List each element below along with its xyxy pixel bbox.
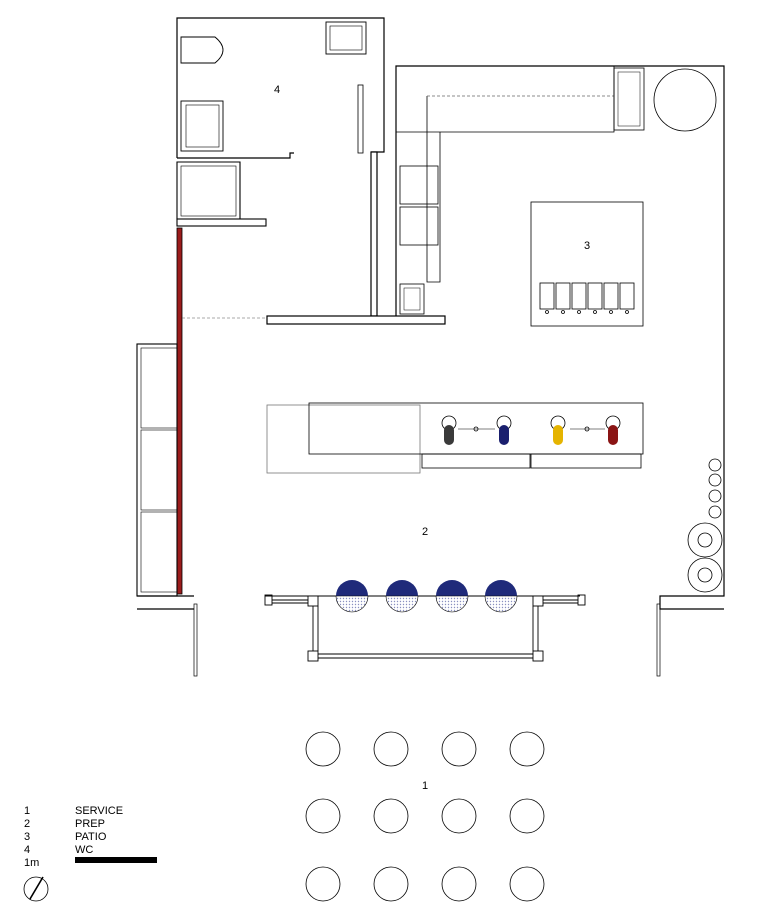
- keg-icon: [687, 522, 723, 558]
- table-icon: [305, 866, 341, 902]
- room-label-2: 2: [422, 526, 428, 538]
- stool-icon: [484, 580, 518, 613]
- wc-room: [176, 17, 385, 317]
- storage-unit: [176, 161, 267, 227]
- table-icon: [509, 731, 545, 767]
- prep-island: [530, 201, 644, 327]
- scale-bar: [75, 857, 157, 863]
- table-icon: [373, 798, 409, 834]
- table-icon: [441, 731, 477, 767]
- table-icon: [509, 798, 545, 834]
- table-icon: [373, 731, 409, 767]
- table-icon: [373, 866, 409, 902]
- scale-label: 1m: [24, 857, 39, 869]
- toilet-icon: [180, 36, 224, 64]
- tap-handle-icon: [550, 415, 566, 445]
- legend-label: SERVICE: [75, 805, 123, 817]
- round-tank-icon: [653, 68, 717, 132]
- tap-handle-icon: [605, 415, 621, 445]
- table-icon: [305, 731, 341, 767]
- legend-number: 2: [24, 818, 30, 830]
- legend-label: PREP: [75, 818, 105, 830]
- sink-icon: [325, 21, 367, 55]
- bench: [136, 343, 178, 597]
- stool-icon: [385, 580, 419, 613]
- legend-number: 4: [24, 844, 30, 856]
- tap-handle-icon: [441, 415, 457, 445]
- outdoor-tables: [305, 731, 545, 902]
- stool-icon: [335, 580, 369, 613]
- front-opening: [264, 594, 586, 662]
- room-label-3: 3: [584, 240, 590, 252]
- tap-handle-icon: [496, 415, 512, 445]
- stool-icon: [435, 580, 469, 613]
- l-counter: [396, 66, 717, 315]
- room-label-1: 1: [422, 780, 428, 792]
- north-arrow-icon: [23, 876, 49, 902]
- legend-label: WC: [75, 844, 93, 856]
- kegs: [687, 458, 723, 593]
- legend-number: 3: [24, 831, 30, 843]
- legend: 1 SERVICE 2 PREP 3 PATIO 4 WC 1m: [24, 805, 157, 869]
- legend-label: PATIO: [75, 831, 107, 843]
- table-icon: [305, 798, 341, 834]
- room-label-4: 4: [274, 84, 280, 96]
- bar-stools: [335, 580, 518, 613]
- tap-handles: [441, 415, 621, 445]
- bar-counter: [266, 402, 644, 474]
- keg-icon: [687, 557, 723, 593]
- red-accent-wall: [176, 227, 183, 595]
- table-icon: [441, 798, 477, 834]
- table-icon: [441, 866, 477, 902]
- table-icon: [509, 866, 545, 902]
- walls: [137, 65, 725, 677]
- legend-number: 1: [24, 805, 30, 817]
